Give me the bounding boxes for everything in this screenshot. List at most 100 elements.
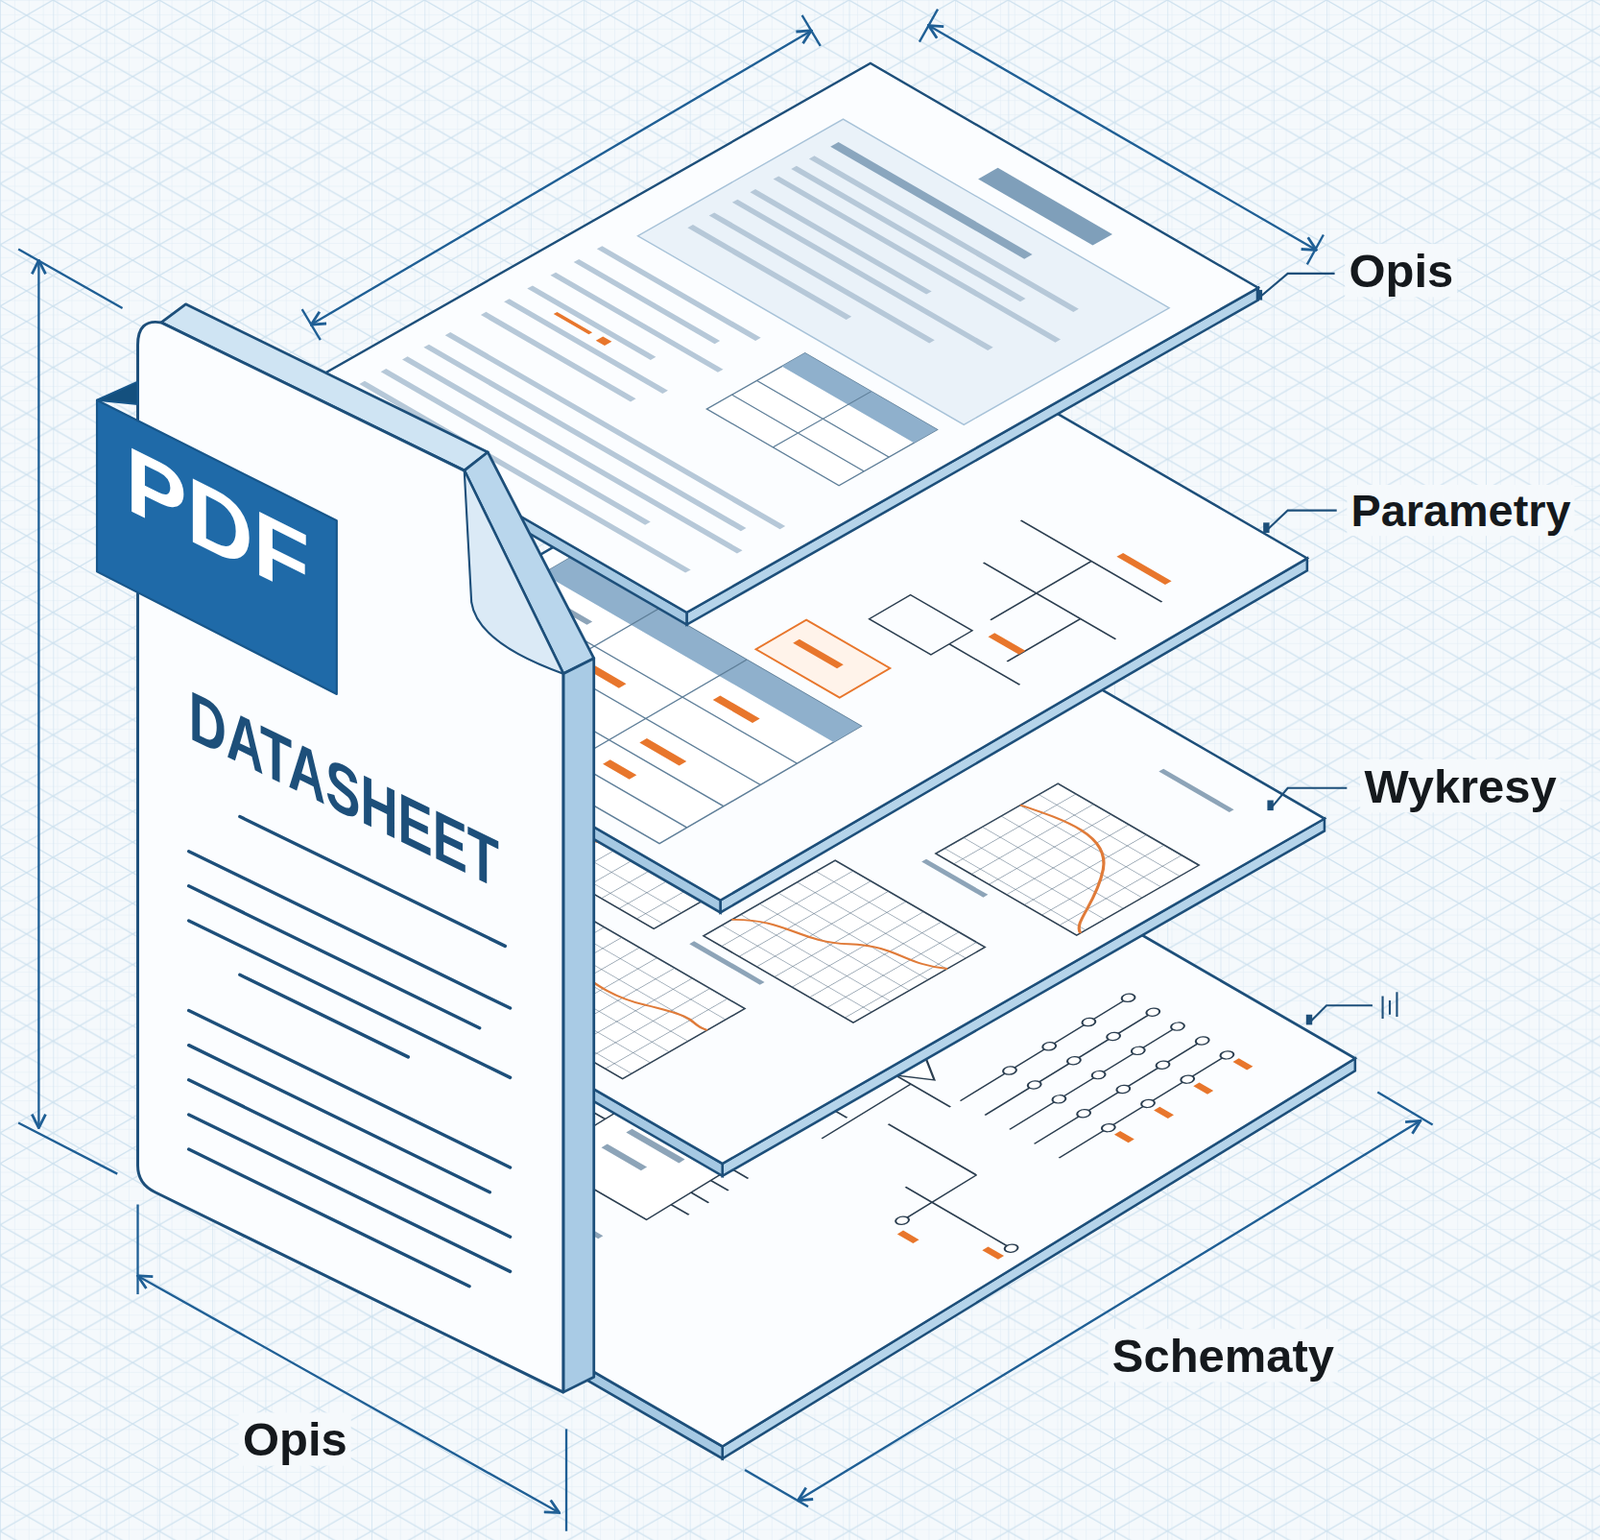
dimension-lines — [302, 309, 321, 340]
leader-lines — [1266, 800, 1273, 812]
leader-lines — [1263, 522, 1269, 533]
leader-lines — [1272, 788, 1348, 807]
dimension-lines — [1377, 1092, 1433, 1125]
dimension-lines — [802, 15, 821, 47]
dimension-lines — [37, 260, 40, 1128]
folded-corner — [464, 470, 564, 674]
description-sheet — [706, 353, 937, 486]
schematics-sheet — [1089, 1069, 1108, 1081]
text-line — [189, 885, 480, 1028]
schematics-sheet — [1128, 1045, 1147, 1057]
schematics-sheet — [601, 1144, 647, 1171]
parameters-sheet — [792, 639, 844, 669]
schematics-sheet — [1000, 1064, 1019, 1076]
schematics-sheet — [897, 1230, 920, 1243]
schematics-sheet — [1217, 1049, 1237, 1061]
document-edge — [563, 658, 595, 1392]
charts-sheet — [689, 940, 765, 984]
dimension-label: Opis — [238, 1411, 352, 1466]
datasheet-document: DATASHEETPDF — [92, 290, 603, 1424]
charts-sheet — [939, 799, 1171, 933]
dimension-lines — [136, 1204, 139, 1295]
schematics-sheet — [1193, 1082, 1214, 1095]
description-sheet — [549, 272, 723, 373]
schematics-sheet — [1177, 1073, 1196, 1085]
leader-lines — [1261, 273, 1336, 296]
dimension-lines — [565, 1428, 568, 1530]
dimension-lines — [18, 9, 1433, 1531]
description-sheet — [687, 224, 852, 320]
description-sheet — [596, 336, 613, 347]
label-anchor: Parametry — [1346, 484, 1575, 537]
description-sheet — [597, 245, 762, 341]
description-sheet — [687, 142, 1121, 391]
label-anchor: Opis — [1344, 243, 1457, 298]
schematics-sheet — [1119, 992, 1138, 1004]
schematics-sheet — [1144, 1005, 1163, 1018]
schematics-sheet — [1168, 1020, 1187, 1032]
parameters-sheet — [602, 759, 637, 779]
dimension-label: Schematy — [1108, 1328, 1339, 1383]
description-sheet — [773, 175, 1061, 342]
label-anchor: Wykresy — [1360, 758, 1561, 812]
text-line — [189, 1114, 511, 1271]
description-sheet — [709, 212, 935, 343]
text-line — [239, 974, 408, 1057]
charts-sheet — [921, 859, 988, 898]
schematics-sheet — [1074, 1107, 1093, 1120]
dimension-lines — [744, 1469, 809, 1506]
schematics-sheet — [1098, 1122, 1118, 1134]
dimension-lines — [919, 9, 938, 43]
schematics-sheet — [892, 1214, 911, 1226]
schematics-sheet — [1138, 1098, 1157, 1110]
leader-lines — [1383, 991, 1398, 1019]
leader-lines — [1267, 510, 1337, 529]
schematics-sheet — [1114, 1083, 1133, 1096]
parameters-sheet — [859, 520, 1171, 701]
layer-label: Parametry — [1346, 484, 1575, 537]
schematics-sheet — [897, 1041, 1285, 1276]
schematics-sheet — [1114, 1130, 1135, 1143]
dimension-lines — [1307, 235, 1324, 265]
parameters-sheet — [713, 695, 761, 723]
schematics-sheet — [1153, 1106, 1174, 1119]
badge-body — [96, 400, 337, 694]
schematics-sheet — [1064, 1054, 1083, 1067]
text-line — [189, 1079, 511, 1237]
leader-lines — [1311, 1004, 1373, 1021]
description-sheet — [809, 155, 1079, 312]
parameters-sheet — [988, 632, 1027, 654]
parameters-sheet — [792, 501, 1171, 722]
leader-lines — [1256, 289, 1263, 301]
dimension-lines — [18, 248, 122, 309]
description-sheet — [830, 142, 1032, 260]
charts-sheet — [935, 783, 1199, 935]
description-sheet — [638, 119, 1171, 425]
parameters-sheet — [639, 738, 687, 765]
leader-lines — [1256, 273, 1398, 1025]
schematics-sheet — [1025, 1078, 1044, 1091]
schematics-sheet — [1002, 1241, 1021, 1254]
badge-fold — [96, 382, 139, 405]
label-anchor: Opis — [238, 1411, 352, 1466]
charts-sheet — [731, 882, 948, 1007]
schematics-sheet — [1039, 1040, 1058, 1052]
schematics-sheet — [1050, 1093, 1069, 1105]
layer-label: Opis — [1344, 243, 1457, 298]
text-line — [189, 920, 511, 1077]
leader-lines — [1306, 1014, 1313, 1026]
schematics-sheet — [1079, 1016, 1099, 1028]
schematics-sheet — [1103, 1030, 1123, 1043]
charts-sheet — [1158, 768, 1234, 812]
parameters-sheet — [1116, 552, 1171, 585]
parameters-sheet — [859, 520, 1171, 701]
pdf-badge: PDF — [96, 400, 337, 694]
description-sheet — [553, 311, 593, 335]
text-line — [189, 1010, 511, 1168]
description-sheet — [706, 353, 937, 486]
